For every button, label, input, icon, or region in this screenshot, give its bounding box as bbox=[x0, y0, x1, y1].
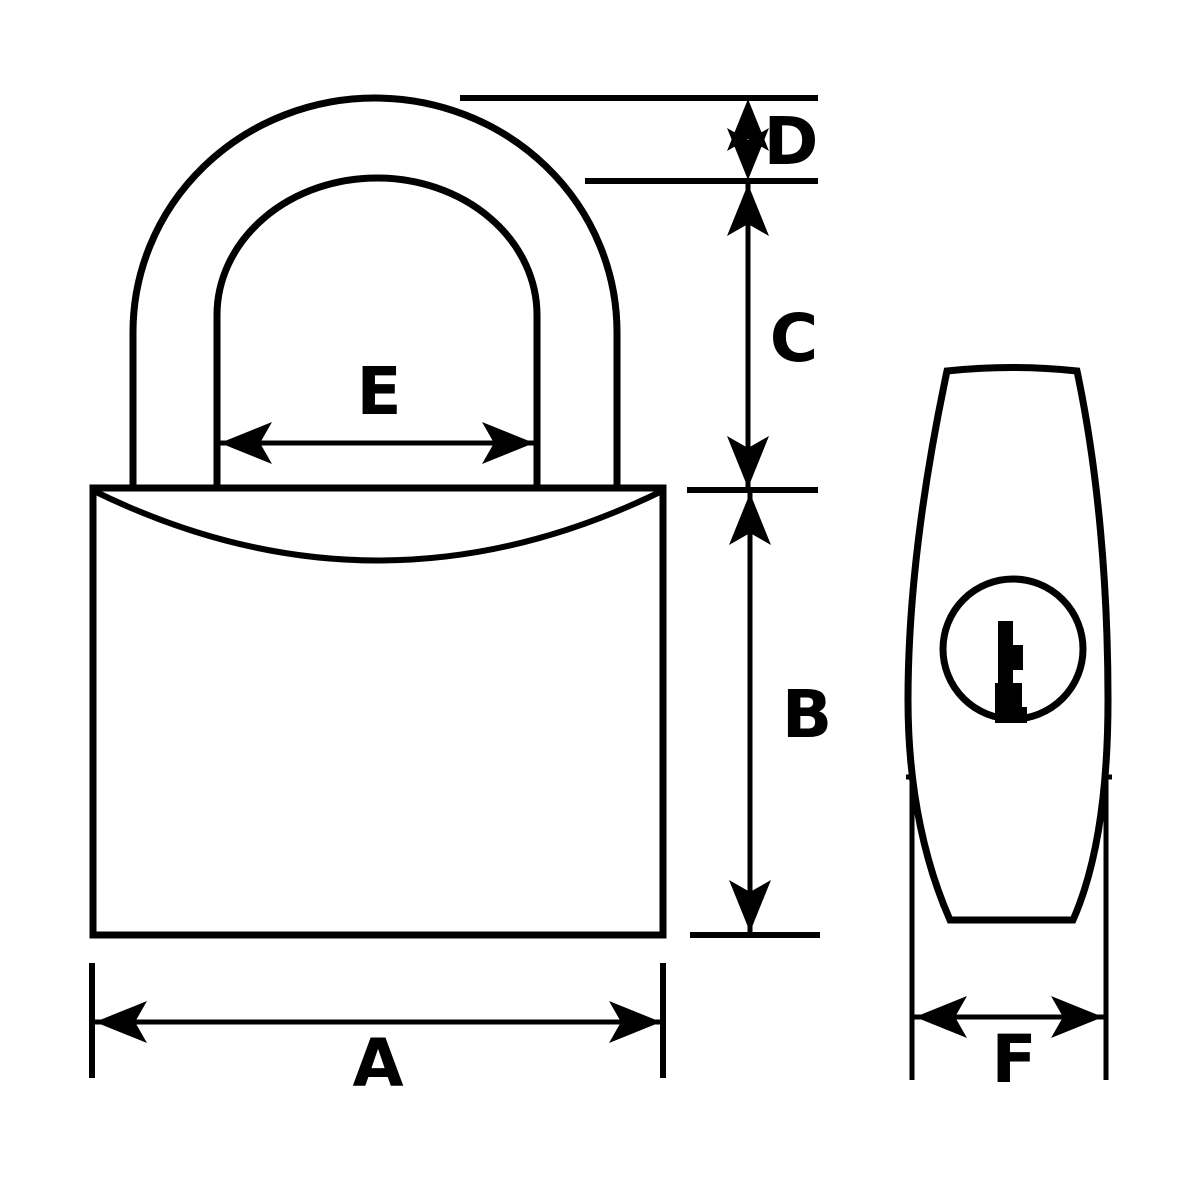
shackle-outer bbox=[129, 94, 621, 490]
dimension-f: F bbox=[906, 774, 1112, 1098]
dimension-a-label: A bbox=[352, 1025, 403, 1102]
dimension-c: C bbox=[687, 184, 818, 493]
body-top-curve bbox=[92, 488, 664, 564]
dimension-f-label: F bbox=[991, 1021, 1036, 1098]
front-view bbox=[89, 94, 667, 939]
dimension-c-label: C bbox=[770, 300, 818, 377]
padlock-body bbox=[89, 484, 667, 939]
dimension-e-label: E bbox=[356, 353, 401, 430]
extension-tick-left bbox=[906, 774, 915, 1080]
dimension-d: D bbox=[460, 95, 819, 184]
dimension-a: A bbox=[89, 963, 666, 1102]
dimension-b-label: B bbox=[782, 676, 832, 753]
shackle-inner bbox=[213, 174, 541, 490]
extension-tick-right bbox=[1103, 774, 1112, 1080]
dimension-d-label: D bbox=[764, 103, 819, 180]
dimension-b: B bbox=[690, 493, 832, 938]
key-icon bbox=[995, 621, 1027, 723]
dimension-e: E bbox=[220, 353, 534, 464]
side-view bbox=[904, 364, 1112, 924]
